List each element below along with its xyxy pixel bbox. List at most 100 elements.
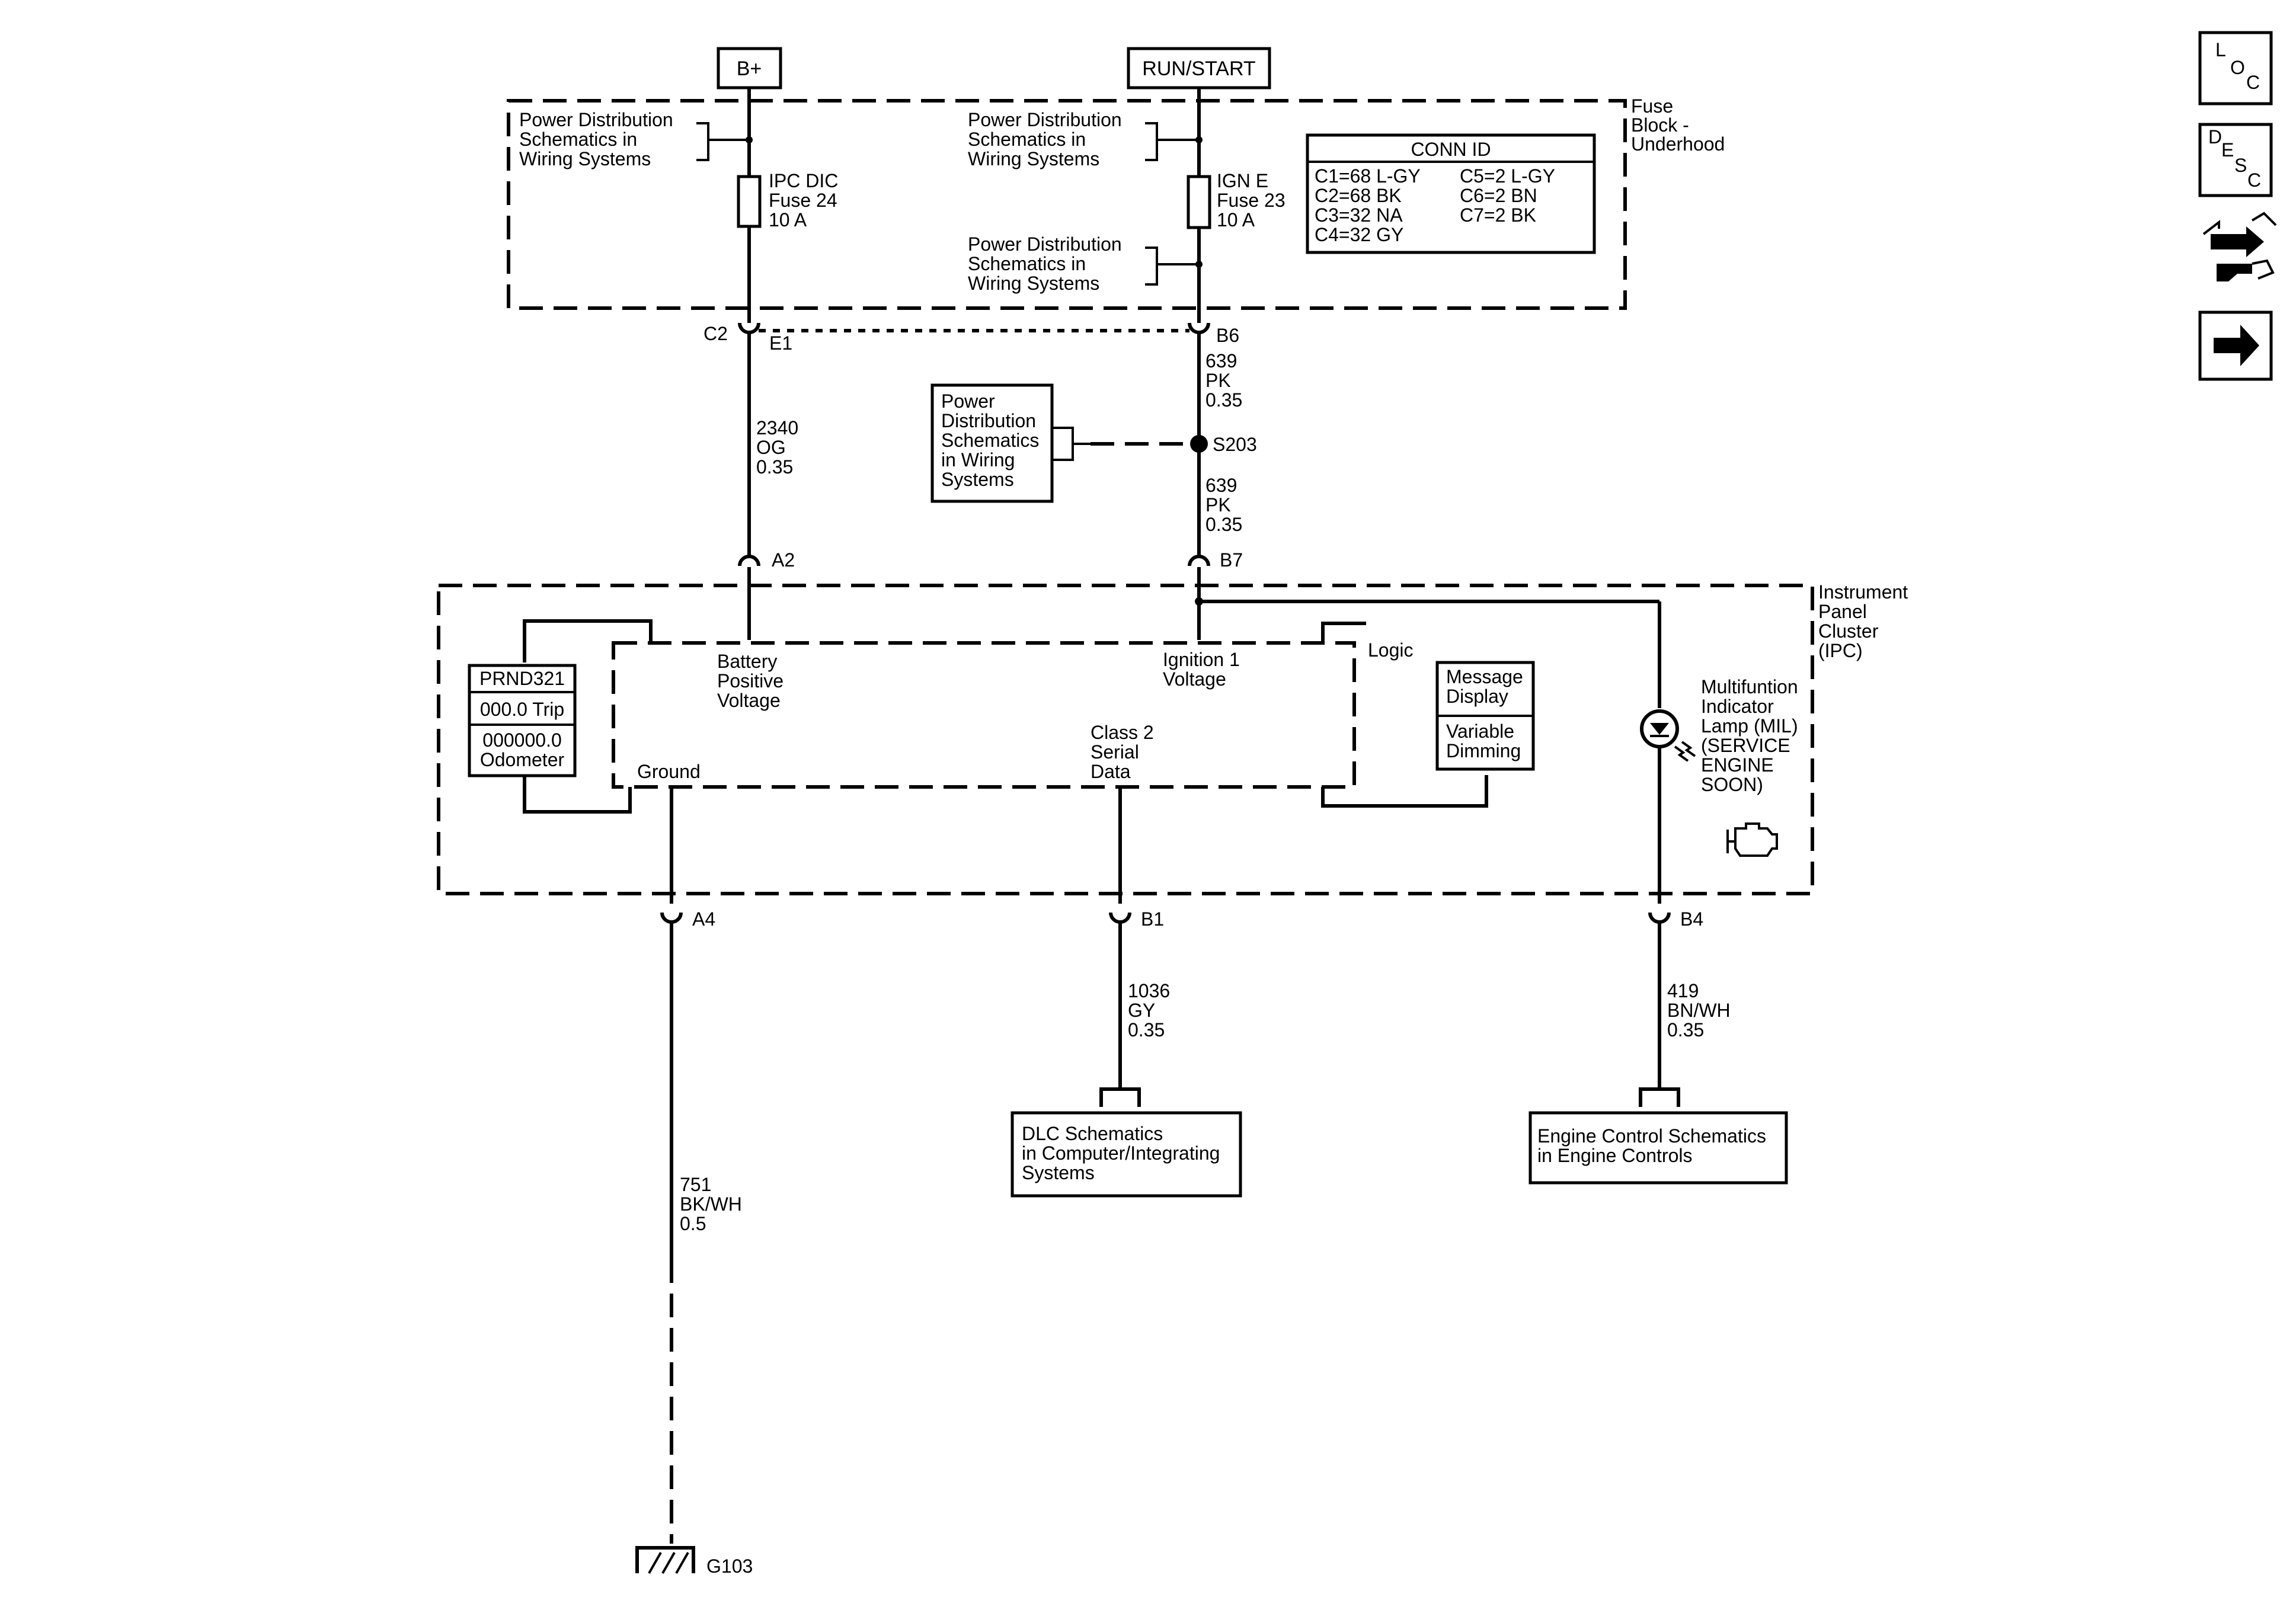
- odometer-value: 000000.0: [482, 729, 561, 751]
- splice-s203: [1190, 435, 1208, 453]
- ipc-title-1: Instrument: [1818, 581, 1908, 603]
- wire-639-top-gauge: 0.35: [1205, 389, 1242, 411]
- connector-b7-label: B7: [1220, 549, 1243, 571]
- odometer-label: Odometer: [480, 749, 565, 770]
- wire-419-circuit: 419: [1667, 980, 1699, 1001]
- fuse-left-rating: 10 A: [769, 209, 807, 231]
- wire-419-color: BN/WH: [1667, 1000, 1731, 1021]
- description-button[interactable]: D E S C: [2198, 123, 2273, 197]
- fuse-block-title-3: Underhood: [1631, 133, 1725, 155]
- ipc-dic-fuse-label: IPC DIC Fuse 24 10 A: [769, 170, 838, 231]
- engine-control-schematics-ref[interactable]: Engine Control Schematics in Engine Cont…: [1528, 1111, 1788, 1185]
- ground-label: Ground: [637, 761, 701, 782]
- dlc-ref-1: DLC Schematics: [1022, 1123, 1163, 1144]
- pd-splice-ref-2: Distribution: [941, 410, 1036, 431]
- connector-a4-label: A4: [692, 908, 715, 930]
- conn-id-title: CONN ID: [1411, 139, 1491, 160]
- pd-splice-ref-3: Schematics: [941, 430, 1039, 451]
- fuse-left-name: IPC DIC: [769, 170, 838, 191]
- loc-letter-o: O: [2230, 57, 2245, 78]
- bat-volt-3: Voltage: [717, 690, 781, 711]
- pd-ref-right-bottom: Power Distribution Schematics in Wiring …: [968, 233, 1122, 294]
- connector-b4-label: B4: [1680, 908, 1703, 930]
- wire-639-bottom-color: PK: [1205, 494, 1231, 516]
- battery-positive-voltage-label: Battery Positive Voltage: [717, 651, 784, 711]
- fuse-block-title-2: Block -: [1631, 114, 1689, 136]
- conn-id-c1: C1=68 L-GY: [1315, 165, 1421, 187]
- ipc-title-4: (IPC): [1818, 640, 1863, 661]
- fuse-left-number: Fuse 24: [769, 190, 837, 211]
- connector-c2-label: C2: [703, 323, 728, 344]
- wire-2340-color: OG: [756, 437, 786, 458]
- driver-info-display: PRND321 000.0 Trip 000000.0 Odometer: [468, 664, 577, 777]
- ign-e-fuse-label: IGN E Fuse 23 10 A: [1217, 170, 1285, 231]
- loc-letter-c: C: [2246, 72, 2260, 93]
- dlc-ref-3: Systems: [1022, 1162, 1095, 1183]
- mil-label-3: Lamp (MIL): [1701, 715, 1798, 737]
- wire-639-top-color: PK: [1205, 370, 1231, 391]
- splice-s203-label: S203: [1213, 434, 1257, 455]
- next-arrow-icon: [2214, 325, 2259, 366]
- battery-source-label: B+: [737, 57, 762, 80]
- message-display-module: Message Display Variable Dimming: [1435, 661, 1535, 771]
- pd-ref-rt-2: Schematics in: [968, 129, 1086, 150]
- ignition-source: RUN/START: [1127, 47, 1271, 89]
- pd-ref-left: Power Distribution Schematics in Wiring …: [519, 109, 673, 169]
- fuse-block-underhood: Fuse Block - Underhood: [507, 95, 1725, 310]
- wire-751-color: BK/WH: [680, 1193, 742, 1215]
- mil-label-6: SOON): [1701, 774, 1763, 795]
- wire-2340-circuit: 2340: [756, 417, 798, 438]
- class2-3: Data: [1091, 761, 1131, 782]
- fuse-right-number: Fuse 23: [1217, 190, 1285, 211]
- connector-b6-label: B6: [1216, 325, 1239, 346]
- wire-751-gauge: 0.5: [680, 1213, 706, 1234]
- connector-e1-label: E1: [769, 332, 792, 354]
- desc-letter-d: D: [2208, 126, 2222, 148]
- location-button[interactable]: L O C: [2198, 31, 2273, 105]
- ign-volt-1: Ignition 1: [1163, 649, 1240, 670]
- conn-id-c3: C3=32 NA: [1315, 204, 1403, 226]
- mil-label: Multifuntion Indicator Lamp (MIL) (SERVI…: [1701, 676, 1798, 795]
- next-arrow-button[interactable]: [2198, 311, 2273, 381]
- wire-751-label: 751 BK/WH 0.5: [680, 1174, 742, 1234]
- ipc-title-3: Cluster: [1818, 620, 1879, 642]
- instrument-panel-cluster: Instrument Panel Cluster (IPC): [437, 581, 1908, 895]
- prnd-indicator: PRND321: [479, 668, 565, 689]
- bat-volt-2: Positive: [717, 670, 784, 692]
- connector-swap-icon[interactable]: [2202, 212, 2277, 281]
- mil-label-4: (SERVICE: [1701, 735, 1790, 756]
- desc-letter-c: C: [2247, 169, 2261, 191]
- conn-id-c6: C6=2 BN: [1460, 185, 1537, 206]
- conn-id-c7: C7=2 BK: [1460, 204, 1536, 226]
- wire-2340-gauge: 0.35: [756, 456, 793, 478]
- check-engine-icon: [1726, 822, 1778, 857]
- mil-lamp: [1640, 709, 1696, 762]
- ground-g103-label: G103: [706, 1555, 753, 1577]
- pd-splice-ref-5: Systems: [941, 469, 1014, 490]
- fuse-right-rating: 10 A: [1217, 209, 1255, 231]
- wire-751-circuit: 751: [680, 1174, 711, 1195]
- pd-splice-ref-1: Power: [941, 391, 995, 412]
- class2-2: Serial: [1091, 741, 1139, 763]
- ign-volt-2: Voltage: [1163, 668, 1226, 690]
- connector-a2-label: A2: [772, 549, 795, 571]
- bat-volt-1: Battery: [717, 651, 777, 672]
- wire-1036-circuit: 1036: [1128, 980, 1170, 1001]
- dlc-schematics-ref[interactable]: DLC Schematics in Computer/Integrating S…: [1011, 1111, 1242, 1198]
- pd-ref-rb-3: Wiring Systems: [968, 273, 1099, 294]
- wire-419-gauge: 0.35: [1667, 1019, 1704, 1041]
- pd-ref-rt-3: Wiring Systems: [968, 148, 1099, 169]
- pd-ref-rt-1: Power Distribution: [968, 109, 1122, 130]
- wire-639-top-circuit: 639: [1205, 350, 1237, 372]
- class-2-serial-data-label: Class 2 Serial Data: [1091, 722, 1154, 782]
- mil-label-5: ENGINE: [1701, 754, 1774, 776]
- pd-ref-rb-1: Power Distribution: [968, 233, 1122, 255]
- conn-id-c5: C5=2 L-GY: [1460, 165, 1555, 187]
- class2-1: Class 2: [1091, 722, 1154, 743]
- conn-id-c4: C4=32 GY: [1315, 224, 1403, 245]
- pd-ref-left-1: Power Distribution: [519, 109, 673, 130]
- ignition-source-label: RUN/START: [1142, 57, 1255, 80]
- trip-display: 000.0 Trip: [480, 699, 564, 720]
- battery-source: B+: [717, 47, 782, 89]
